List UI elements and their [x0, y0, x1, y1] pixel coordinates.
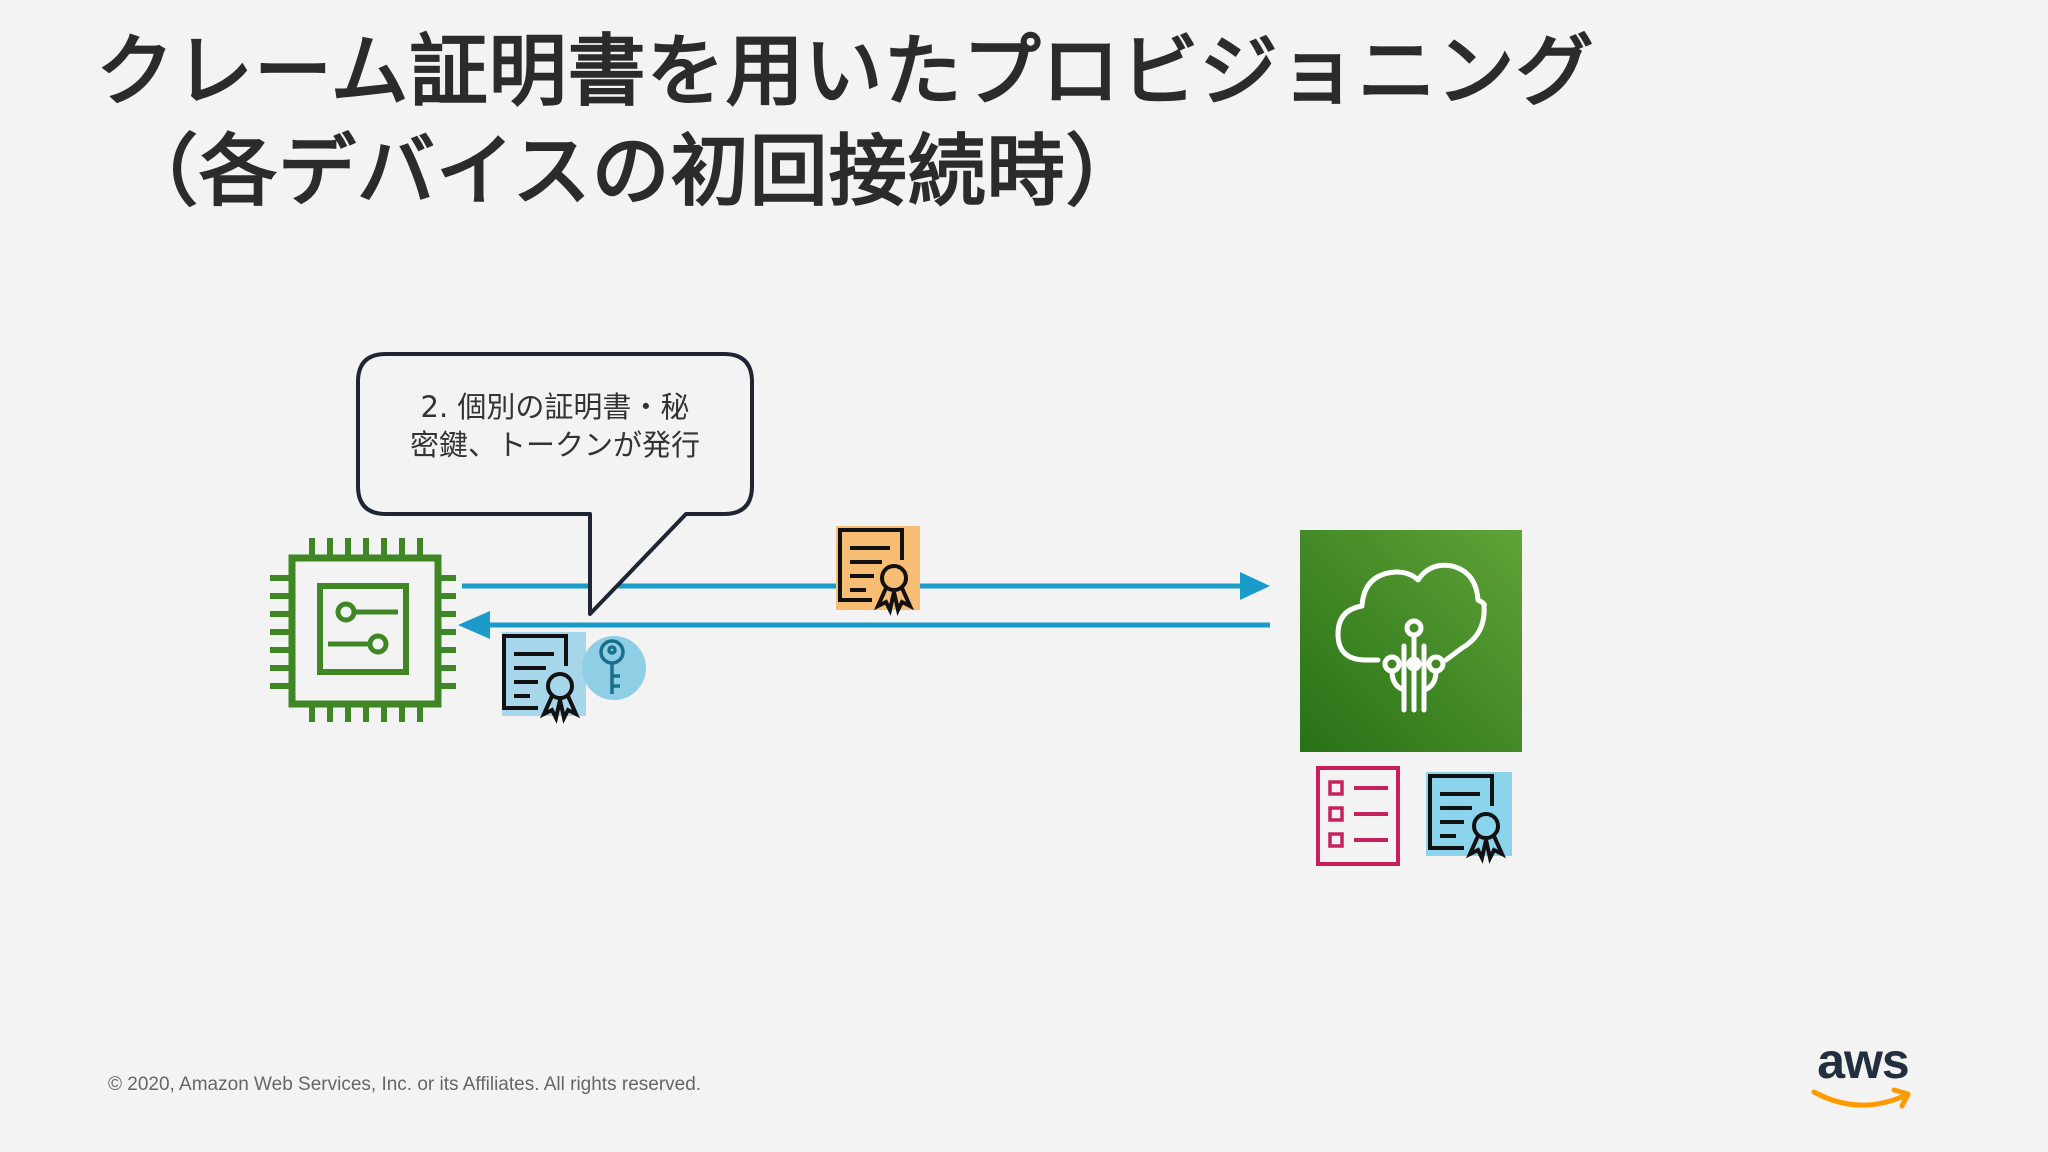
iot-cloud-icon	[1300, 530, 1522, 752]
claim-certificate-icon	[836, 526, 920, 616]
response-arrow	[458, 611, 1270, 639]
slide-title-line2: （各デバイスの初回接続時）	[120, 127, 1145, 217]
callout-text: 2. 個別の証明書・秘 密鍵、トークンが発行	[370, 388, 740, 464]
callout-line1: 2. 個別の証明書・秘	[420, 390, 690, 424]
microchip-icon	[270, 538, 456, 722]
service-certificate-icon	[1426, 772, 1512, 864]
copyright-notice: © 2020, Amazon Web Services, Inc. or its…	[108, 1074, 702, 1095]
slide-title-line1: クレーム証明書を用いたプロビジョニング	[96, 27, 1595, 117]
callout-bubble	[356, 352, 754, 616]
aws-logo-text: aws	[1817, 1033, 1910, 1089]
aws-logo: aws	[1808, 1033, 1918, 1110]
aws-smile-icon	[1811, 1087, 1911, 1109]
device-certificate-icon	[502, 632, 586, 724]
checklist-icon	[1316, 766, 1400, 866]
key-icon	[582, 636, 646, 700]
callout-line2: 密鍵、トークンが発行	[409, 428, 700, 462]
slide-title: クレーム証明書を用いたプロビジョニング （各デバイスの初回接続時）	[96, 22, 1595, 222]
